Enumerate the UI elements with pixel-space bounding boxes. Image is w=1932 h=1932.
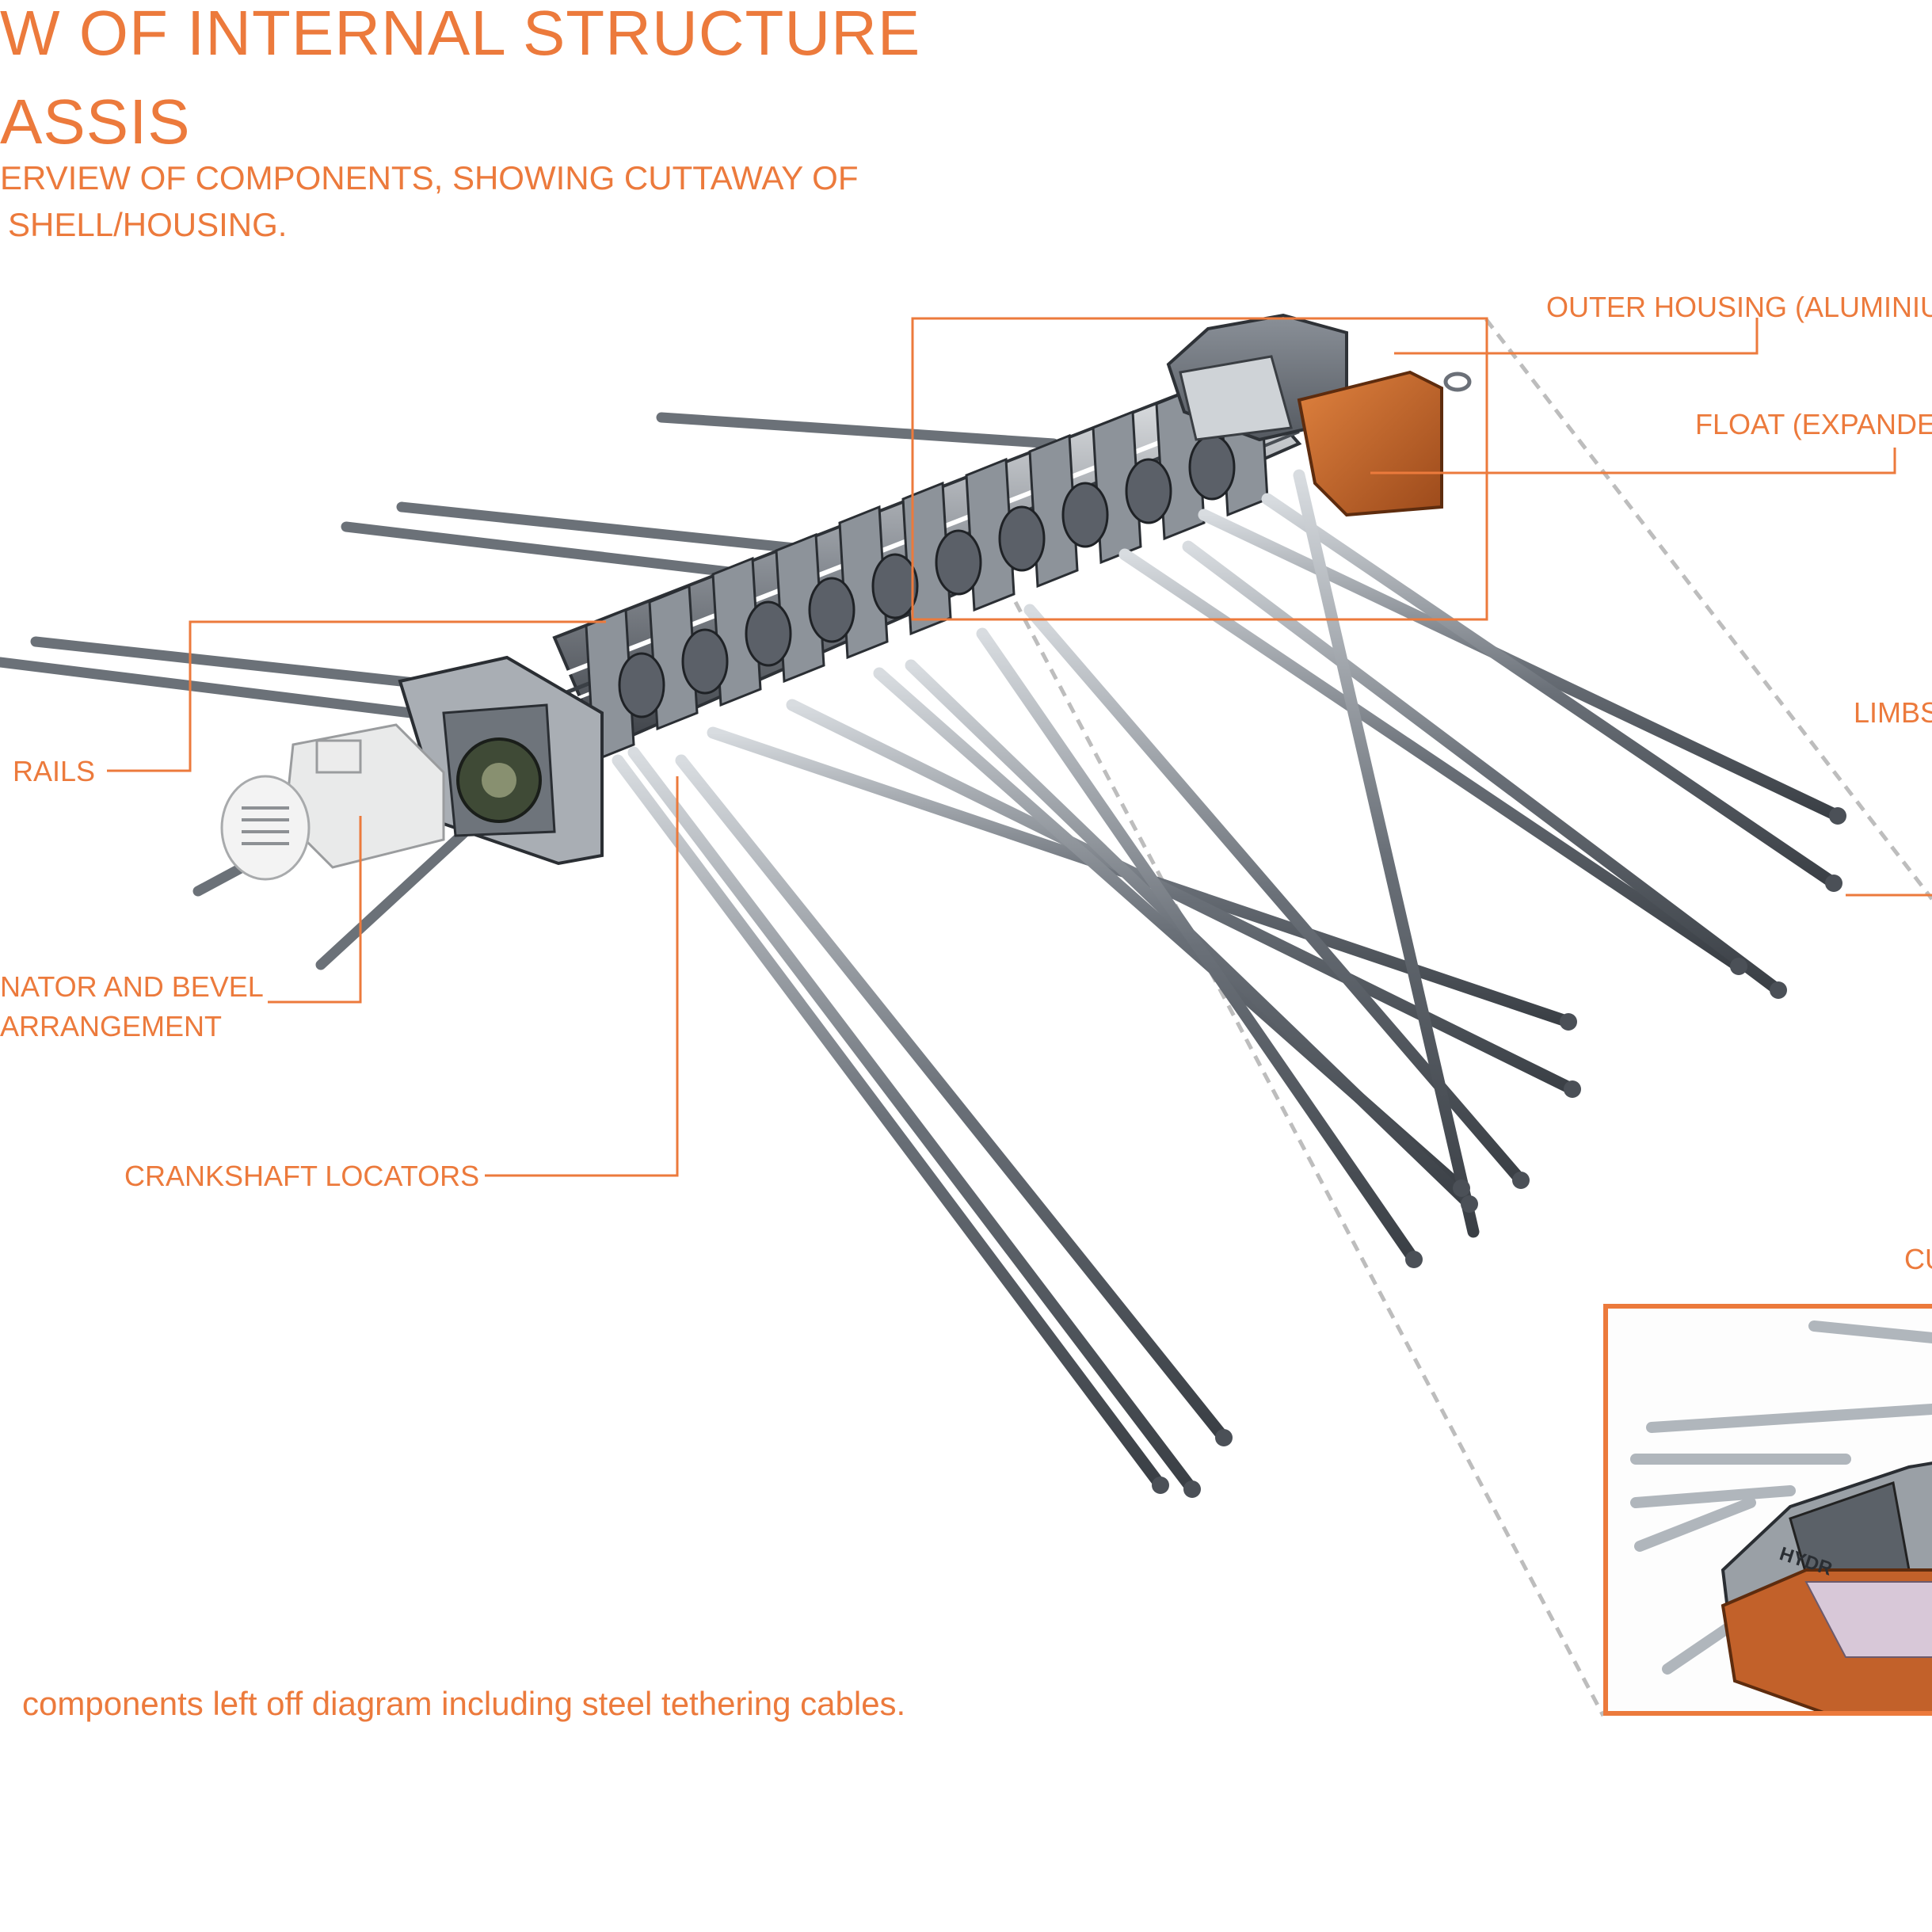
callout-lines	[107, 317, 1932, 1177]
outer-housing-label: OUTER HOUSING (ALUMINIU	[1546, 291, 1932, 323]
projection-lines	[1013, 318, 1932, 1717]
cutaway-inset-artwork: HYDR	[1630, 1320, 1932, 1711]
rails-label: RAILS	[13, 755, 96, 787]
title-line-2: ASSIS	[0, 86, 191, 157]
generator-label-line-1: NATOR AND BEVEL	[0, 970, 264, 1003]
cutaway-inset: HYDR	[1603, 1304, 1932, 1716]
subtitle-line-2: SHELL/HOUSING.	[8, 206, 288, 243]
title-line-1: W OF INTERNAL STRUCTURE	[0, 0, 921, 68]
generator-label-line-2: ARRANGEMENT	[0, 1010, 223, 1042]
crankshaft-discs	[618, 434, 1236, 718]
front-limbs	[612, 469, 1844, 1496]
float	[1297, 370, 1443, 517]
generator	[220, 723, 445, 881]
crankshaft-locators-label: CRANKSHAFT LOCATORS	[124, 1160, 480, 1192]
rear-limbs	[0, 412, 1059, 970]
front-end-plate	[398, 655, 604, 866]
footnote: components left off diagram including st…	[22, 1685, 906, 1722]
subtitle-line-1: ERVIEW OF COMPONENTS, SHOWING CUTTAWAY O…	[0, 159, 859, 196]
limbs-label: LIMBS	[1854, 696, 1932, 729]
float-label: FLOAT (EXPANDE	[1695, 408, 1932, 440]
limb-tips	[1152, 807, 1846, 1498]
cutaway-label: CU	[1904, 1243, 1932, 1275]
